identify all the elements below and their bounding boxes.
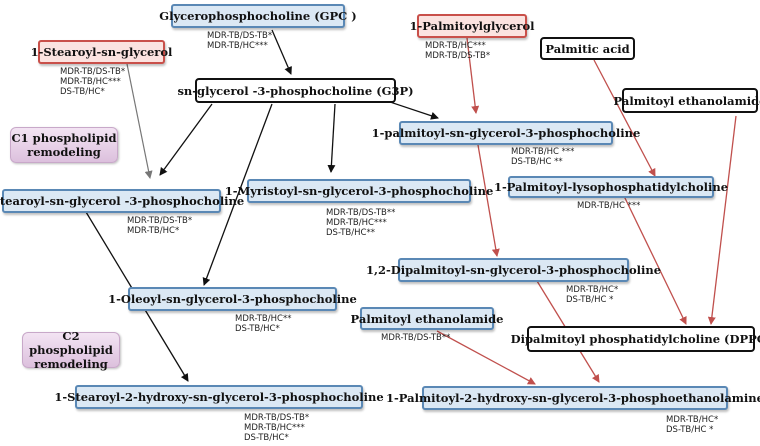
node-stearoyl-g3pc: 1-Stearoyl-sn-glycerol -3-phosphocholine — [0, 189, 244, 213]
stat-line: MDR-TB/DS-TB** — [381, 333, 451, 343]
stats-myristoyl-g3pc: MDR-TB/DS-TB** MDR-TB/HC*** DS-TB/HC** — [326, 208, 395, 238]
stat-line: MDR-TB/HC*** — [326, 218, 387, 228]
stat-line: DS-TB/HC * — [666, 425, 714, 435]
arrow-g3p-to-stearoyl-g3pc — [159, 103, 213, 176]
stat-line: MDR-TB/HC *** — [511, 147, 575, 157]
stat-line: DS-TB/HC* — [235, 324, 280, 334]
node-palmitoylglycerol: 1-Palmitoylglycerol — [410, 14, 535, 38]
stats-oleoyl-g3pc: MDR-TB/HC** DS-TB/HC* — [235, 314, 291, 334]
stat-line: MDR-TB/HC*** — [244, 423, 305, 433]
stats-dipalmitoyl-g3pc: MDR-TB/HC* DS-TB/HC * — [566, 285, 618, 305]
node-gpc: Glycerophosphocholine (GPC ) — [159, 4, 357, 28]
arrow-gpc-to-g3p — [271, 29, 292, 75]
stat-line: DS-TB/HC* — [244, 433, 289, 443]
stat-line: MDR-TB/HC *** — [577, 201, 641, 211]
node-palmitoyl-lysopc: 1-Palmitoyl-lysophosphatidylcholine — [494, 176, 728, 198]
stat-line: MDR-TB/HC*** — [425, 41, 486, 51]
stats-stearoyl-glycerol: MDR-TB/DS-TB* MDR-TB/HC*** DS-TB/HC* — [60, 67, 125, 97]
stat-line: MDR-TB/DS-TB* — [244, 413, 310, 423]
arrow-stearoyl-glycerol-to-g3pc — [126, 63, 153, 179]
stat-line: MDR-TB/HC* — [127, 226, 180, 236]
arrow-palmitoyl-g3pc-to-dipalmitoyl — [477, 144, 500, 257]
stat-line: MDR-TB/DS-TB* — [127, 216, 193, 226]
node-stearoyl-glycerol: 1-Stearoyl-sn-glycerol — [31, 40, 172, 64]
stat-line: MDR-TB/HC*** — [207, 41, 268, 51]
stat-line: DS-TB/HC * — [566, 295, 614, 305]
stat-line: MDR-TB/DS-TB* — [425, 51, 491, 61]
stat-line: MDR-TB/HC* — [666, 415, 719, 425]
stats-stearoyl-g3pc: MDR-TB/DS-TB* MDR-TB/HC* — [127, 216, 192, 236]
stats-gpc: MDR-TB/DS-TB* MDR-TB/HC*** — [207, 31, 272, 51]
node-palmitoyl-g3pc: 1-palmitoyl-sn-glycerol-3-phosphocholine — [372, 121, 640, 145]
stats-palmitoyl-lysopc: MDR-TB/HC *** — [577, 201, 640, 211]
node-dppc: Dipalmitoyl phosphatidylcholine (DPPC) — [511, 326, 760, 352]
stat-line: MDR-TB/HC*** — [60, 77, 121, 87]
node-dipalmitoyl-g3pc: 1,2-Dipalmitoyl-sn-glycerol-3-phosphocho… — [366, 258, 661, 282]
stat-line: MDR-TB/HC* — [566, 285, 619, 295]
stat-line: MDR-TB/HC** — [235, 314, 292, 324]
node-palmitoyl-ethanolamide-top: Palmitoyl ethanolamide — [614, 88, 760, 113]
arrow-palmitic-acid-to-lysopc — [593, 59, 656, 177]
node-myristoyl-g3pc: 1-Myristoyl-sn-glycerol-3-phosphocholine — [225, 179, 493, 203]
label-c2-remodeling: C2 phospholipid remodeling — [22, 329, 120, 371]
label-c1-remodeling: C1 phospholipid remodeling — [10, 127, 118, 163]
arrow-g3p-to-oleoyl-g3pc — [202, 103, 273, 286]
node-oleoyl-g3pc: 1-Oleoyl-sn-glycerol-3-phosphocholine — [108, 287, 357, 311]
stats-palmitoyl-hydroxy-g3pe: MDR-TB/HC* DS-TB/HC * — [666, 415, 718, 435]
stats-palmitoyl-g3pc: MDR-TB/HC *** DS-TB/HC ** — [511, 147, 574, 167]
node-palmitoyl-hydroxy-g3pe: 1-Palmitoyl-2-hydroxy-sn-glycerol-3-phos… — [386, 386, 760, 410]
stats-palmitoyl-ethanolamide-mid: MDR-TB/DS-TB** — [381, 333, 450, 343]
node-stearoyl-hydroxy-g3pc: 1-Stearoyl-2-hydroxy-sn-glycerol-3-phosp… — [54, 385, 384, 409]
arrow-ethanolamide-to-g3pe — [436, 330, 536, 385]
stat-line: DS-TB/HC* — [60, 87, 105, 97]
stat-line: DS-TB/HC** — [326, 228, 375, 238]
stat-line: DS-TB/HC ** — [511, 157, 563, 167]
node-palmitoyl-ethanolamide-mid: Palmitoyl ethanolamide — [351, 307, 503, 330]
arrow-palmitoyl-ethanolamide-to-dppc — [707, 115, 737, 325]
arrow-palmitoylglycerol-to-palmitoyl-g3pc — [466, 37, 480, 114]
stats-stearoyl-hydroxy-g3pc: MDR-TB/DS-TB* MDR-TB/HC*** DS-TB/HC* — [244, 413, 309, 443]
stat-line: MDR-TB/DS-TB* — [60, 67, 126, 77]
stat-line: MDR-TB/DS-TB** — [326, 208, 396, 218]
stats-palmitoylglycerol: MDR-TB/HC*** MDR-TB/DS-TB* — [425, 41, 490, 61]
node-palmitic-acid: Palmitic acid — [540, 37, 635, 60]
node-g3p: sn-glycerol -3-phosphocholine (G3P) — [177, 78, 414, 103]
stat-line: MDR-TB/DS-TB* — [207, 31, 273, 41]
arrow-lysopc-to-dppc — [623, 195, 687, 325]
arrow-g3p-to-myristoyl-g3pc — [327, 103, 336, 173]
